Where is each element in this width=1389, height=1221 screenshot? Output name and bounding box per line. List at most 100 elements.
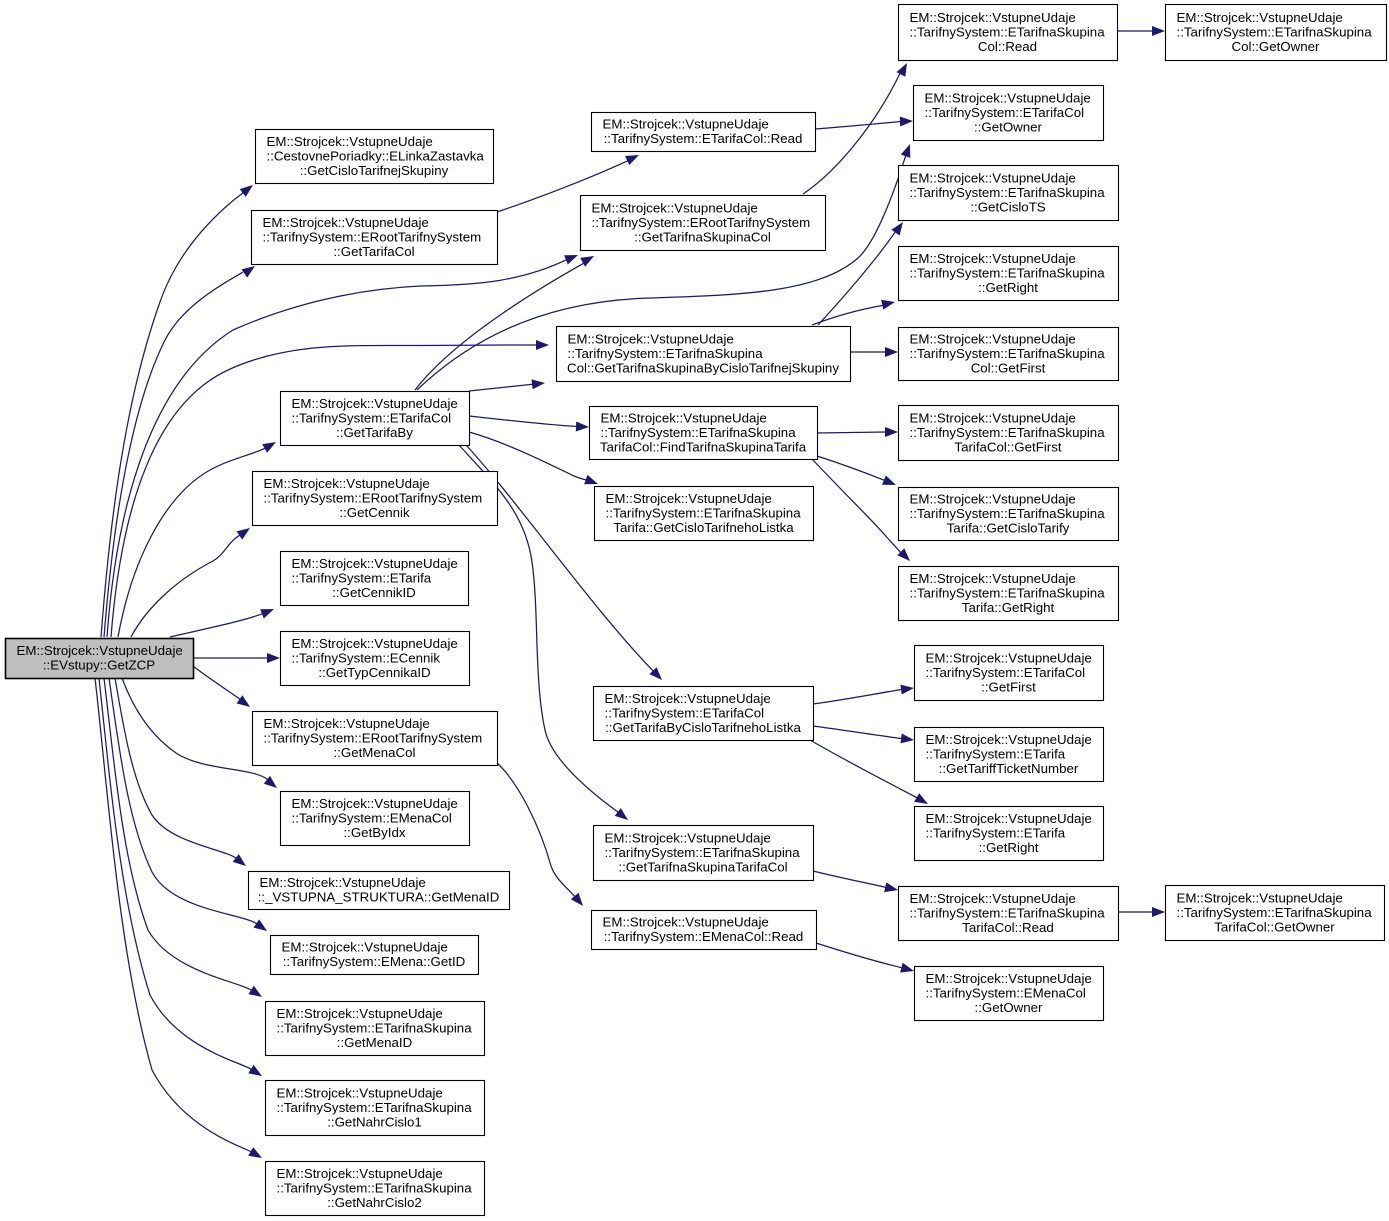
svg-text:::TarifnySystem::ETarifnaSkupi: ::TarifnySystem::ETarifnaSkupina bbox=[1177, 905, 1373, 920]
svg-text:EM::Strojcek::VstupneUdaje: EM::Strojcek::VstupneUdaje bbox=[568, 331, 734, 346]
svg-text:EM::Strojcek::VstupneUdaje: EM::Strojcek::VstupneUdaje bbox=[603, 915, 769, 930]
svg-text:EM::Strojcek::VstupneUdaje: EM::Strojcek::VstupneUdaje bbox=[17, 643, 183, 658]
svg-text:::GetNahrCislo1: ::GetNahrCislo1 bbox=[327, 1114, 422, 1129]
svg-text:::TarifnySystem::ETarifnaSkupi: ::TarifnySystem::ETarifnaSkupina bbox=[910, 585, 1106, 600]
svg-text:::GetCennikID: ::GetCennikID bbox=[332, 585, 416, 600]
svg-text:::TarifnySystem::ETarifnaSkupi: ::TarifnySystem::ETarifnaSkupina bbox=[910, 185, 1106, 200]
svg-text:::TarifnySystem::ETarifa: ::TarifnySystem::ETarifa bbox=[926, 746, 1066, 761]
svg-text:::TarifnySystem::ERootTarifnyS: ::TarifnySystem::ERootTarifnySystem bbox=[264, 730, 483, 745]
svg-text:::TarifnySystem::ETarifnaSkupi: ::TarifnySystem::ETarifnaSkupina bbox=[910, 24, 1106, 39]
svg-text:Tarifa::GetCisloTarifnehoListk: Tarifa::GetCisloTarifnehoListka bbox=[613, 520, 794, 535]
svg-text:::GetOwner: ::GetOwner bbox=[974, 119, 1043, 134]
svg-text:EM::Strojcek::VstupneUdaje: EM::Strojcek::VstupneUdaje bbox=[260, 875, 426, 890]
svg-text:::TarifnySystem::ECennik: ::TarifnySystem::ECennik bbox=[292, 650, 441, 665]
svg-text:EM::Strojcek::VstupneUdaje: EM::Strojcek::VstupneUdaje bbox=[264, 476, 430, 491]
svg-text:::TarifnySystem::ETarifnaSkupi: ::TarifnySystem::ETarifnaSkupina bbox=[910, 346, 1106, 361]
svg-text:::GetRight: ::GetRight bbox=[978, 280, 1038, 295]
svg-text:::TarifnySystem::ETarifnaSkupi: ::TarifnySystem::ETarifnaSkupina bbox=[568, 346, 764, 361]
svg-text:::TarifnySystem::ETarifaCol: ::TarifnySystem::ETarifaCol bbox=[292, 410, 452, 425]
svg-text:EM::Strojcek::VstupneUdaje: EM::Strojcek::VstupneUdaje bbox=[606, 491, 772, 506]
svg-text:Col::GetTarifnaSkupinaByCisloT: Col::GetTarifnaSkupinaByCisloTarifnejSku… bbox=[567, 360, 839, 375]
svg-text:::_VSTUPNA_STRUKTURA::GetMenaI: ::_VSTUPNA_STRUKTURA::GetMenaID bbox=[258, 890, 500, 905]
svg-text:EM::Strojcek::VstupneUdaje: EM::Strojcek::VstupneUdaje bbox=[292, 396, 458, 411]
svg-text:::GetNahrCislo2: ::GetNahrCislo2 bbox=[327, 1195, 422, 1210]
svg-text:EM::Strojcek::VstupneUdaje: EM::Strojcek::VstupneUdaje bbox=[926, 971, 1092, 986]
svg-text:::GetTarifnaSkupinaTarifaCol: ::GetTarifnaSkupinaTarifaCol bbox=[618, 859, 787, 874]
svg-text:EM::Strojcek::VstupneUdaje: EM::Strojcek::VstupneUdaje bbox=[292, 796, 458, 811]
svg-text:Tarifa::GetRight: Tarifa::GetRight bbox=[962, 600, 1055, 615]
svg-text:EM::Strojcek::VstupneUdaje: EM::Strojcek::VstupneUdaje bbox=[926, 732, 1092, 747]
svg-text:::GetCisloTarifnejSkupiny: ::GetCisloTarifnejSkupiny bbox=[300, 163, 449, 178]
svg-text:::GetTarifnaSkupinaCol: ::GetTarifnaSkupinaCol bbox=[634, 229, 771, 244]
svg-text:EM::Strojcek::VstupneUdaje: EM::Strojcek::VstupneUdaje bbox=[1177, 10, 1343, 25]
svg-text:::TarifnySystem::EMena::GetID: ::TarifnySystem::EMena::GetID bbox=[283, 954, 466, 969]
svg-text:::TarifnySystem::ETarifnaSkupi: ::TarifnySystem::ETarifnaSkupina bbox=[605, 845, 801, 860]
svg-text:EM::Strojcek::VstupneUdaje: EM::Strojcek::VstupneUdaje bbox=[277, 1166, 443, 1181]
svg-text:::TarifnySystem::ETarifaCol: ::TarifnySystem::ETarifaCol bbox=[926, 665, 1086, 680]
svg-text:::GetMenaID: ::GetMenaID bbox=[337, 1035, 412, 1050]
svg-text:::GetTarifaByCisloTarifnehoLis: ::GetTarifaByCisloTarifnehoListka bbox=[605, 720, 801, 735]
svg-text:TarifaCol::GetFirst: TarifaCol::GetFirst bbox=[954, 439, 1061, 454]
svg-text:::TarifnySystem::ETarifnaSkupi: ::TarifnySystem::ETarifnaSkupina bbox=[277, 1100, 473, 1115]
svg-text:::TarifnySystem::EMenaCol: ::TarifnySystem::EMenaCol bbox=[926, 985, 1086, 1000]
svg-text:::TarifnySystem::ETarifnaSkupi: ::TarifnySystem::ETarifnaSkupina bbox=[910, 506, 1106, 521]
svg-text:Tarifa::GetCisloTarify: Tarifa::GetCisloTarify bbox=[947, 520, 1070, 535]
svg-text:EM::Strojcek::VstupneUdaje: EM::Strojcek::VstupneUdaje bbox=[282, 940, 448, 955]
svg-text:::TarifnySystem::ETarifnaSkupi: ::TarifnySystem::ETarifnaSkupina bbox=[910, 905, 1106, 920]
svg-text:EM::Strojcek::VstupneUdaje: EM::Strojcek::VstupneUdaje bbox=[910, 410, 1076, 425]
svg-text:::TarifnySystem::ETarifa: ::TarifnySystem::ETarifa bbox=[926, 825, 1066, 840]
svg-text:EM::Strojcek::VstupneUdaje: EM::Strojcek::VstupneUdaje bbox=[910, 891, 1076, 906]
svg-text:TarifaCol::FindTarifnaSkupinaT: TarifaCol::FindTarifnaSkupinaTarifa bbox=[600, 439, 807, 454]
svg-text:TarifaCol::GetOwner: TarifaCol::GetOwner bbox=[1214, 919, 1335, 934]
svg-text:EM::Strojcek::VstupneUdaje: EM::Strojcek::VstupneUdaje bbox=[910, 170, 1076, 185]
svg-text:::TarifnySystem::ERootTarifnyS: ::TarifnySystem::ERootTarifnySystem bbox=[263, 229, 482, 244]
svg-text:EM::Strojcek::VstupneUdaje: EM::Strojcek::VstupneUdaje bbox=[910, 491, 1076, 506]
svg-text:::TarifnySystem::ETarifnaSkupi: ::TarifnySystem::ETarifnaSkupina bbox=[606, 505, 802, 520]
svg-text:::GetTarifaBy: ::GetTarifaBy bbox=[336, 425, 413, 440]
svg-text:EM::Strojcek::VstupneUdaje: EM::Strojcek::VstupneUdaje bbox=[292, 556, 458, 571]
svg-text:Col::GetOwner: Col::GetOwner bbox=[1232, 39, 1321, 54]
svg-text:Col::GetFirst: Col::GetFirst bbox=[971, 360, 1046, 375]
svg-text:::TarifnySystem::EMenaCol::Rea: ::TarifnySystem::EMenaCol::Read bbox=[604, 929, 804, 944]
svg-text:::TarifnySystem::ETarifaCol::R: ::TarifnySystem::ETarifaCol::Read bbox=[604, 131, 803, 146]
svg-text:EM::Strojcek::VstupneUdaje: EM::Strojcek::VstupneUdaje bbox=[264, 716, 430, 731]
svg-text:::GetFirst: ::GetFirst bbox=[981, 679, 1036, 694]
svg-text:TarifaCol::Read: TarifaCol::Read bbox=[962, 920, 1054, 935]
svg-text:EM::Strojcek::VstupneUdaje: EM::Strojcek::VstupneUdaje bbox=[605, 830, 771, 845]
svg-text:::TarifnySystem::ETarifaCol: ::TarifnySystem::ETarifaCol bbox=[925, 105, 1085, 120]
svg-text:::GetTariffTicketNumber: ::GetTariffTicketNumber bbox=[939, 761, 1079, 776]
svg-text:::GetTypCennikaID: ::GetTypCennikaID bbox=[318, 665, 430, 680]
svg-text:::EVstupy::GetZCP: ::EVstupy::GetZCP bbox=[43, 658, 155, 673]
svg-text:EM::Strojcek::VstupneUdaje: EM::Strojcek::VstupneUdaje bbox=[603, 117, 769, 132]
svg-text:EM::Strojcek::VstupneUdaje: EM::Strojcek::VstupneUdaje bbox=[592, 200, 758, 215]
svg-text:EM::Strojcek::VstupneUdaje: EM::Strojcek::VstupneUdaje bbox=[263, 215, 429, 230]
svg-text:EM::Strojcek::VstupneUdaje: EM::Strojcek::VstupneUdaje bbox=[910, 331, 1076, 346]
svg-text:::TarifnySystem::ETarifnaSkupi: ::TarifnySystem::ETarifnaSkupina bbox=[910, 425, 1106, 440]
svg-text:::TarifnySystem::ETarifnaSkupi: ::TarifnySystem::ETarifnaSkupina bbox=[910, 265, 1106, 280]
svg-text:Col::Read: Col::Read bbox=[978, 39, 1037, 54]
svg-text:::GetCisloTS: ::GetCisloTS bbox=[970, 199, 1045, 214]
svg-text:EM::Strojcek::VstupneUdaje: EM::Strojcek::VstupneUdaje bbox=[1177, 890, 1343, 905]
svg-text:EM::Strojcek::VstupneUdaje: EM::Strojcek::VstupneUdaje bbox=[910, 571, 1076, 586]
svg-text:::GetCennik: ::GetCennik bbox=[339, 505, 410, 520]
svg-text:EM::Strojcek::VstupneUdaje: EM::Strojcek::VstupneUdaje bbox=[277, 1006, 443, 1021]
svg-text:::CestovnePoriadky::ELinkaZast: ::CestovnePoriadky::ELinkaZastavka bbox=[267, 148, 485, 163]
svg-text:EM::Strojcek::VstupneUdaje: EM::Strojcek::VstupneUdaje bbox=[292, 636, 458, 651]
svg-text:EM::Strojcek::VstupneUdaje: EM::Strojcek::VstupneUdaje bbox=[925, 90, 1091, 105]
svg-text:EM::Strojcek::VstupneUdaje: EM::Strojcek::VstupneUdaje bbox=[277, 1085, 443, 1100]
svg-text:::TarifnySystem::ERootTarifnyS: ::TarifnySystem::ERootTarifnySystem bbox=[264, 490, 483, 505]
svg-text:EM::Strojcek::VstupneUdaje: EM::Strojcek::VstupneUdaje bbox=[910, 251, 1076, 266]
svg-text:EM::Strojcek::VstupneUdaje: EM::Strojcek::VstupneUdaje bbox=[267, 134, 433, 149]
svg-text:::TarifnySystem::ETarifnaSkupi: ::TarifnySystem::ETarifnaSkupina bbox=[1177, 24, 1373, 39]
svg-text:EM::Strojcek::VstupneUdaje: EM::Strojcek::VstupneUdaje bbox=[926, 650, 1092, 665]
svg-text:::GetTarifaCol: ::GetTarifaCol bbox=[333, 244, 414, 259]
svg-text:::TarifnySystem::ERootTarifnyS: ::TarifnySystem::ERootTarifnySystem bbox=[592, 215, 811, 230]
svg-text:::TarifnySystem::ETarifnaSkupi: ::TarifnySystem::ETarifnaSkupina bbox=[277, 1020, 473, 1035]
svg-text:::TarifnySystem::ETarifnaSkupi: ::TarifnySystem::ETarifnaSkupina bbox=[277, 1180, 473, 1195]
svg-text:::GetByIdx: ::GetByIdx bbox=[343, 825, 405, 840]
svg-text:EM::Strojcek::VstupneUdaje: EM::Strojcek::VstupneUdaje bbox=[601, 410, 767, 425]
svg-text:::TarifnySystem::ETarifaCol: ::TarifnySystem::ETarifaCol bbox=[605, 705, 765, 720]
svg-text:::TarifnySystem::ETarifnaSkupi: ::TarifnySystem::ETarifnaSkupina bbox=[601, 425, 797, 440]
svg-text:::GetOwner: ::GetOwner bbox=[975, 1000, 1044, 1015]
svg-text:EM::Strojcek::VstupneUdaje: EM::Strojcek::VstupneUdaje bbox=[926, 811, 1092, 826]
